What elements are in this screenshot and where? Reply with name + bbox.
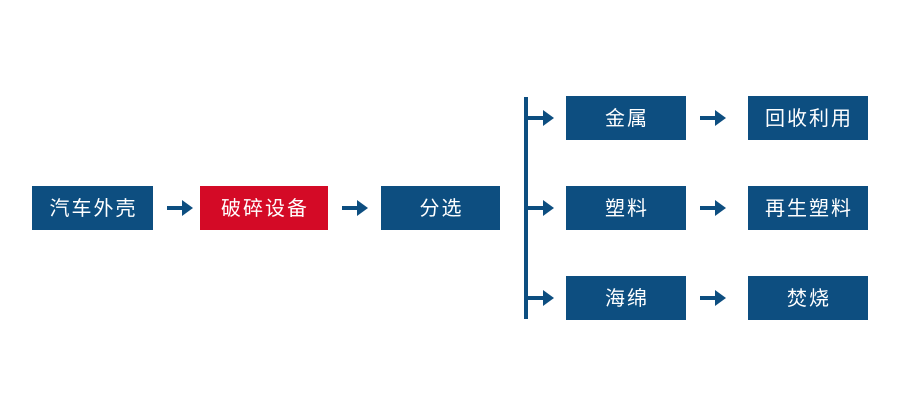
node-material-sponge-label: 海绵 bbox=[605, 286, 649, 310]
arrow-shaft bbox=[342, 206, 359, 210]
node-material-plastic[interactable]: 塑料 bbox=[566, 186, 686, 230]
node-crusher[interactable]: 破碎设备 bbox=[200, 186, 328, 230]
node-sorting[interactable]: 分选 bbox=[381, 186, 500, 230]
arrow-shaft bbox=[167, 206, 184, 210]
node-crusher-label: 破碎设备 bbox=[221, 196, 309, 220]
node-material-plastic-label: 塑料 bbox=[605, 196, 649, 220]
arrow-shaft bbox=[700, 296, 717, 300]
node-outcome-recycle-label: 回收利用 bbox=[765, 106, 853, 130]
arrow-plastic-to-regenerated bbox=[700, 198, 726, 218]
node-outcome-regenerated-plastic-label: 再生塑料 bbox=[765, 196, 853, 220]
node-outcome-incineration[interactable]: 焚烧 bbox=[748, 276, 868, 320]
arrow-head bbox=[182, 200, 193, 216]
node-outcome-incineration-label: 焚烧 bbox=[787, 286, 831, 310]
arrow-metal-to-recycle bbox=[700, 108, 726, 128]
arrow-trunk-to-metal bbox=[526, 108, 554, 128]
arrow-crusher-to-sorting bbox=[342, 198, 368, 218]
arrow-head bbox=[357, 200, 368, 216]
node-sorting-label: 分选 bbox=[419, 196, 464, 220]
node-outcome-regenerated-plastic[interactable]: 再生塑料 bbox=[748, 186, 868, 230]
arrow-shaft bbox=[526, 206, 545, 210]
node-input[interactable]: 汽车外壳 bbox=[32, 186, 153, 230]
arrow-input-to-crusher bbox=[167, 198, 193, 218]
arrow-head bbox=[543, 200, 554, 216]
node-material-metal[interactable]: 金属 bbox=[566, 96, 686, 140]
node-outcome-recycle[interactable]: 回收利用 bbox=[748, 96, 868, 140]
node-material-metal-label: 金属 bbox=[605, 106, 649, 130]
arrow-shaft bbox=[526, 116, 545, 120]
node-input-label: 汽车外壳 bbox=[49, 196, 138, 220]
arrow-sponge-to-incineration bbox=[700, 288, 726, 308]
arrow-head bbox=[715, 200, 726, 216]
arrow-head bbox=[715, 290, 726, 306]
arrow-trunk-to-sponge bbox=[526, 288, 554, 308]
arrow-trunk-to-plastic bbox=[526, 198, 554, 218]
arrow-shaft bbox=[526, 296, 545, 300]
arrow-shaft bbox=[700, 206, 717, 210]
arrow-head bbox=[715, 110, 726, 126]
arrow-head bbox=[543, 110, 554, 126]
node-material-sponge[interactable]: 海绵 bbox=[566, 276, 686, 320]
arrow-shaft bbox=[700, 116, 717, 120]
arrow-head bbox=[543, 290, 554, 306]
